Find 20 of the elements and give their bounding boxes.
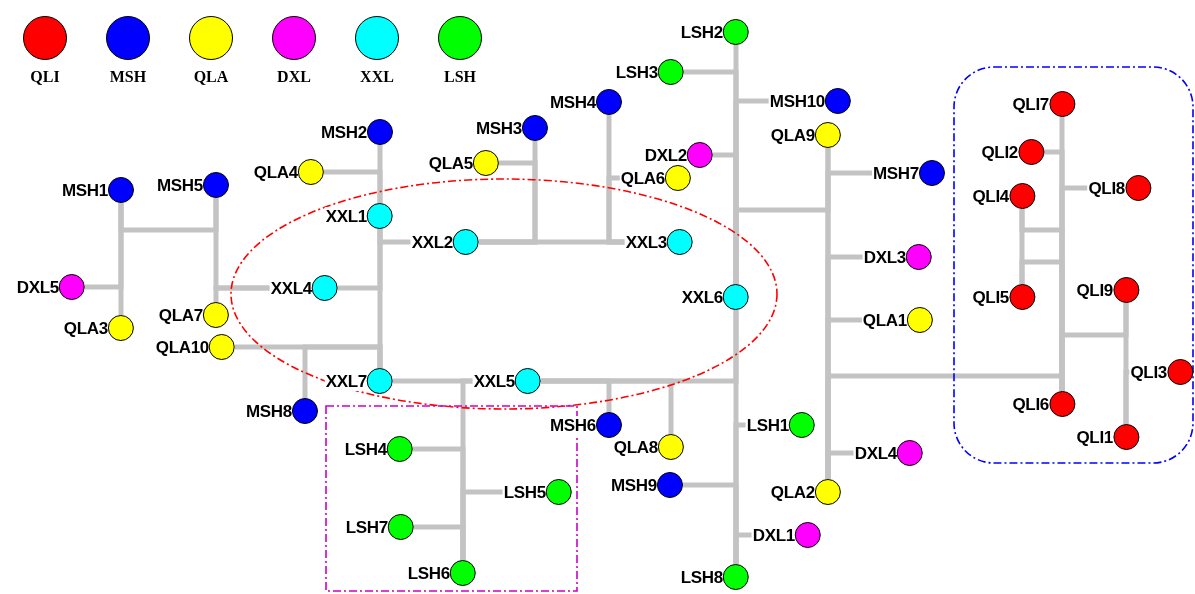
connector-line <box>1019 209 1025 284</box>
dashed-frame <box>953 66 1194 464</box>
connector-line <box>606 175 625 245</box>
connector-line <box>479 160 538 245</box>
legend-label: XXL <box>360 68 394 86</box>
connector-line <box>85 203 124 290</box>
connector-line <box>414 524 466 560</box>
connector-line <box>541 378 674 434</box>
legend-label: MSH <box>109 68 147 86</box>
connector-line <box>213 285 270 302</box>
node-label: MSH6 <box>548 415 596 435</box>
legend-label: QLI <box>30 68 60 86</box>
connector-line <box>1123 369 1130 424</box>
legend-label: DXL <box>277 68 311 86</box>
connector-line <box>338 229 383 291</box>
legend-label: QLA <box>193 68 229 86</box>
connector-line <box>324 169 383 203</box>
legend-label: LSH <box>444 68 476 86</box>
connector-line <box>733 532 752 564</box>
connector-line <box>302 344 383 398</box>
